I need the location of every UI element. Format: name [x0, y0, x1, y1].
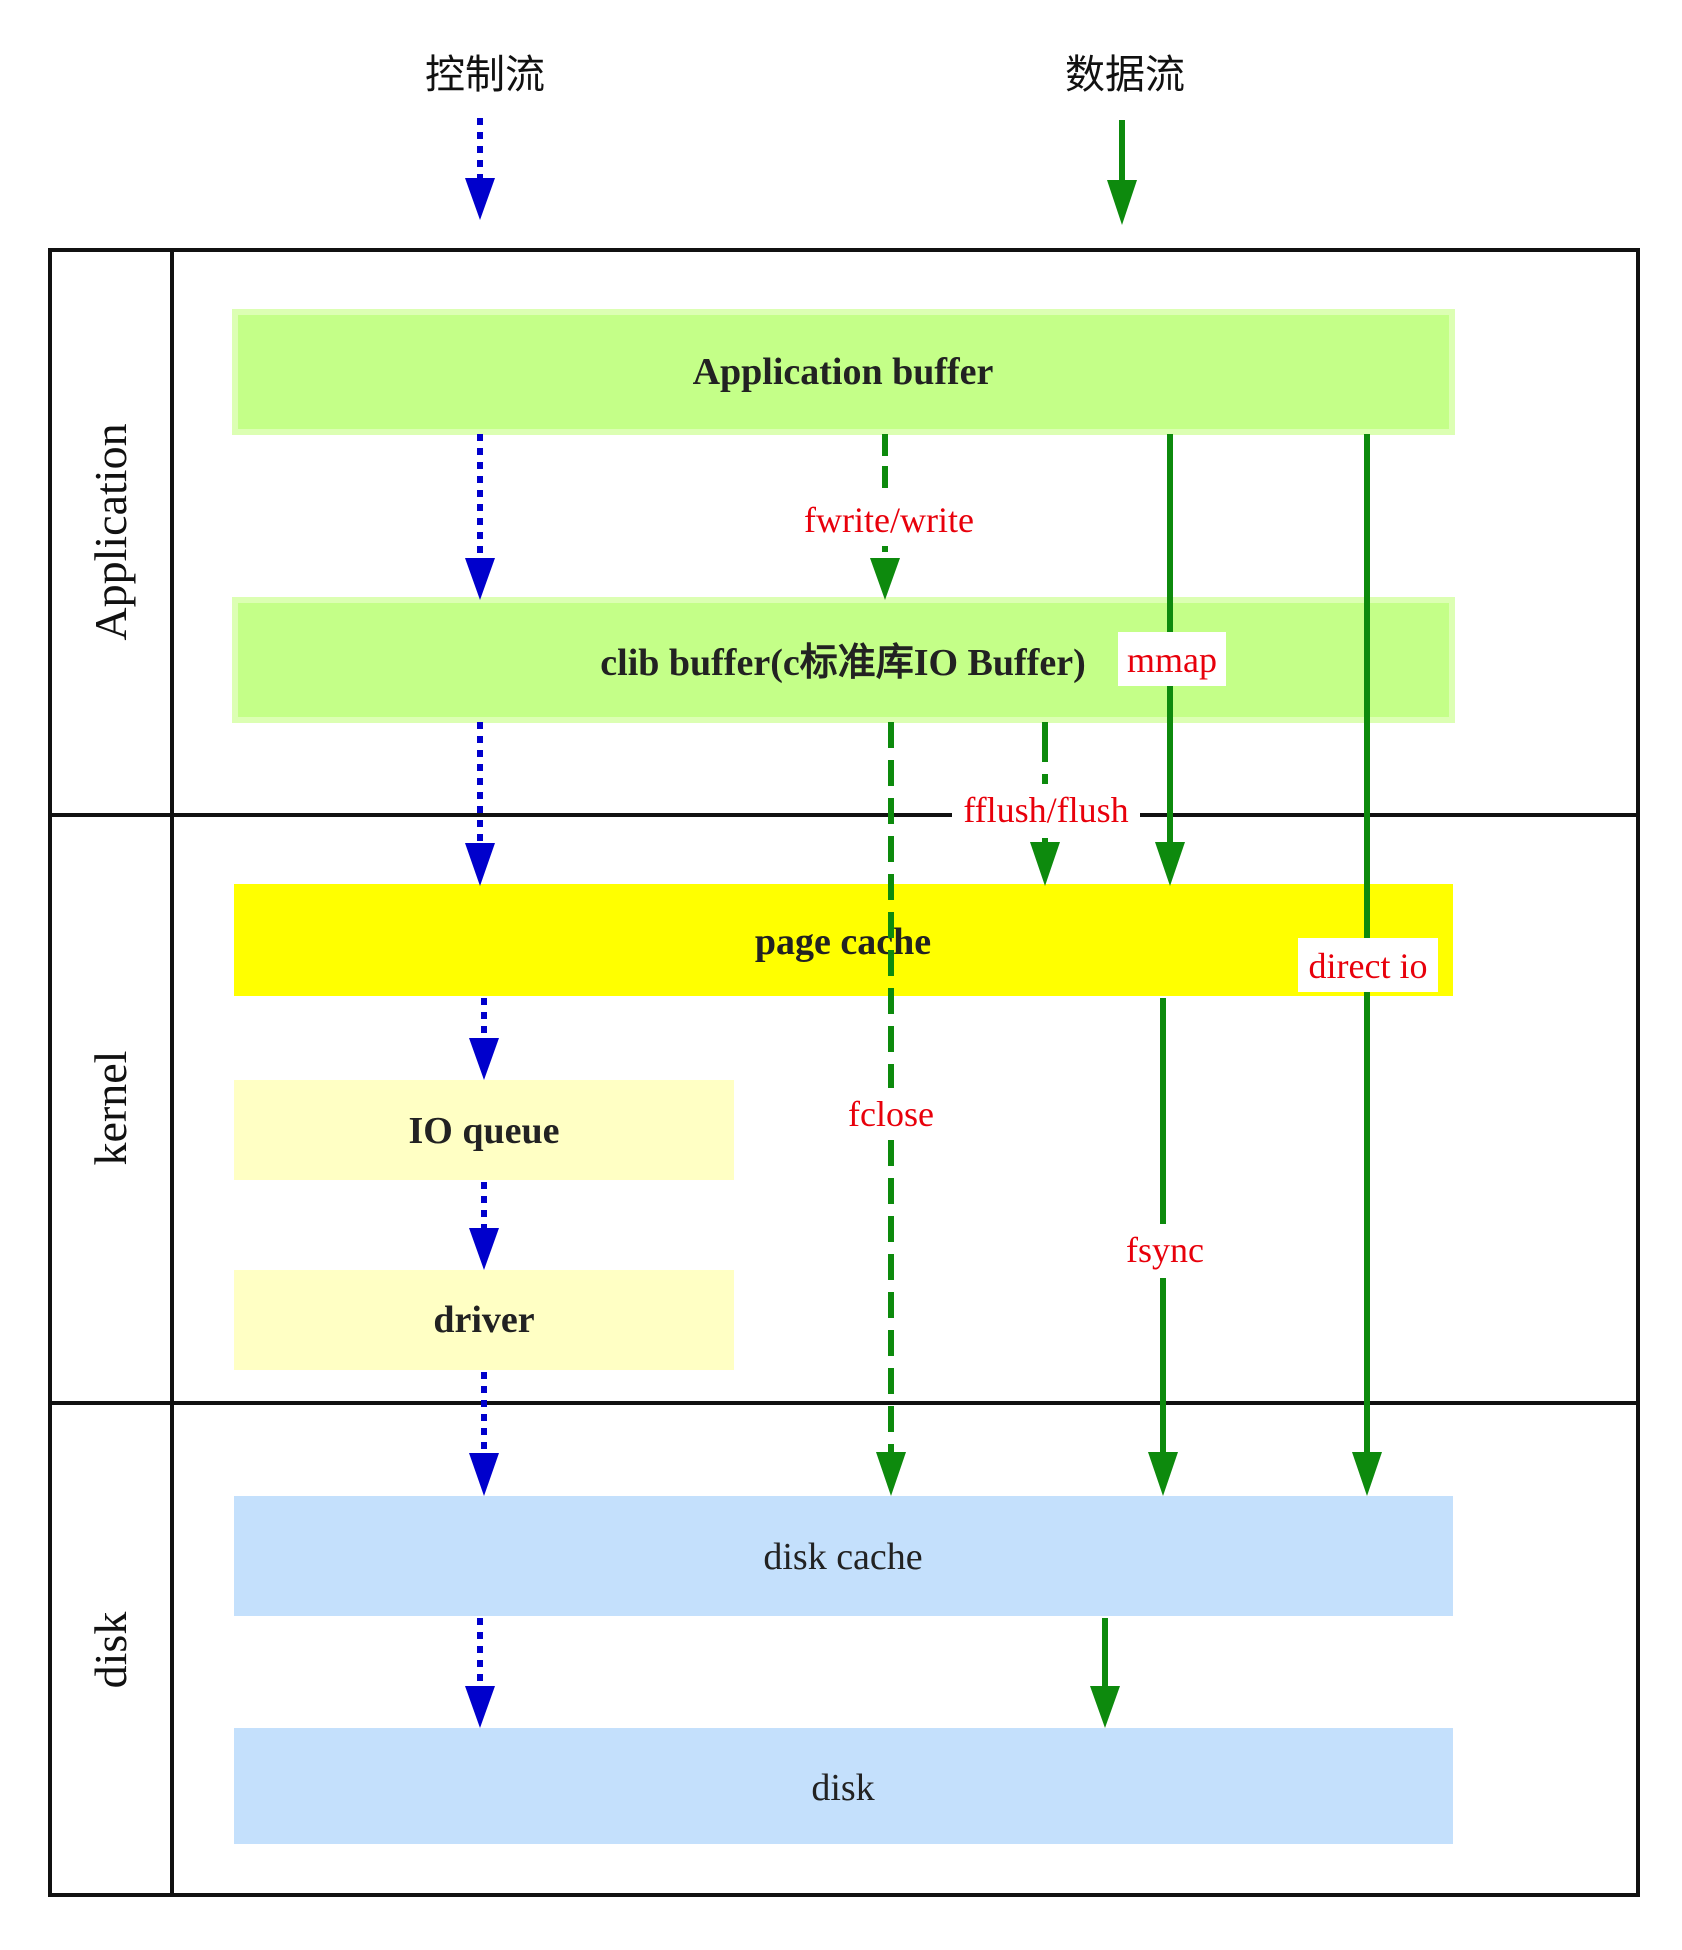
driver-box — [234, 1270, 734, 1370]
data-arrow-fflush — [1030, 722, 1060, 886]
swimlane-frame — [48, 248, 1640, 1897]
lane-label-kernel: kernel — [85, 1051, 136, 1166]
control-arrow-pagecache-to-ioqueue — [469, 998, 499, 1080]
control-arrow-app-to-clib — [465, 434, 495, 600]
lane-label-disk: disk — [85, 1612, 136, 1689]
application-buffer-box — [232, 309, 1455, 435]
lane-label-application: Application — [85, 423, 136, 640]
control-arrow-diskcache-to-disk — [465, 1618, 495, 1728]
legend-control-label: 控制流 — [425, 52, 545, 97]
op-label-fclose: fclose — [848, 1094, 934, 1134]
op-label-fflush: fflush/flush — [963, 790, 1128, 830]
op-label-fsync: fsync — [1126, 1230, 1204, 1270]
op-label-mmap: mmap — [1127, 640, 1217, 680]
mmap-label-bg — [1118, 632, 1226, 686]
clib-buffer-label: clib buffer(c标准库IO Buffer) — [600, 642, 1085, 684]
control-arrow-driver-to-diskcache — [469, 1372, 499, 1496]
op-label-direct-io: direct io — [1309, 946, 1428, 986]
fsync-label-bg — [1116, 1224, 1216, 1278]
disk-label: disk — [811, 1767, 874, 1809]
fwrite-label-bg — [792, 494, 988, 546]
page-cache-box — [234, 884, 1453, 996]
disk-cache-label: disk cache — [763, 1536, 922, 1578]
disk-cache-box — [234, 1496, 1453, 1616]
application-buffer-label: Application buffer — [693, 351, 994, 393]
control-arrow-ioqueue-to-driver — [469, 1182, 499, 1270]
page-cache-label: page cache — [755, 921, 931, 963]
disk-box — [234, 1728, 1453, 1844]
clib-buffer-box — [232, 597, 1455, 723]
data-arrow-diskcache-to-disk — [1090, 1618, 1120, 1728]
io-queue-box — [234, 1080, 734, 1180]
op-label-fwrite: fwrite/write — [804, 500, 974, 540]
control-flow-arrows — [465, 434, 499, 1728]
io-queue-label: IO queue — [409, 1110, 560, 1152]
legend-data-label: 数据流 — [1065, 52, 1185, 97]
driver-label: driver — [433, 1299, 534, 1341]
legend-data-arrow — [1107, 120, 1137, 225]
legend-control-arrow — [465, 118, 495, 220]
control-arrow-clib-to-pagecache — [465, 722, 495, 886]
fflush-label-bg — [952, 784, 1140, 838]
fclose-label-bg — [836, 1088, 948, 1140]
direct-io-label-bg — [1298, 938, 1438, 992]
